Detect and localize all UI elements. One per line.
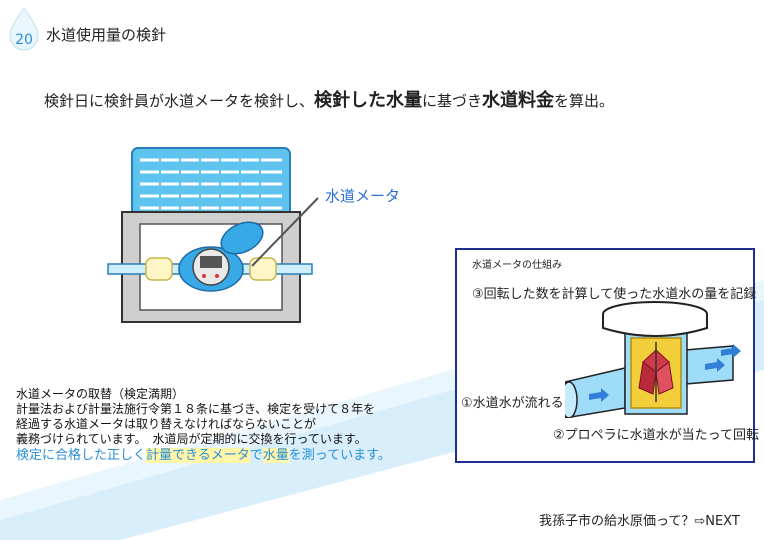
accent-highlight: 計量できるメータ [146, 448, 250, 463]
step-1-text: ①水道水が流れる [461, 396, 564, 411]
lead-emphasis: 水道料金 [482, 90, 555, 111]
lead-emphasis: 検針した水量 [314, 90, 423, 111]
lead-part: に基づき [422, 92, 483, 110]
meter-callout-label: 水道メータ [325, 187, 401, 205]
slide-number: 20 [15, 32, 33, 48]
next-link[interactable]: 我孫子市の給水原価って？⇨NEXT [539, 514, 740, 529]
step-2-text: ②プロペラに水道水が当たって回転 [553, 428, 760, 443]
lead-part: を算出。 [554, 92, 615, 110]
replacement-explanation: 水道メータの取替（検定満期） 計量法および計量法施行令第１８条に基づき、検定を受… [16, 387, 391, 464]
panel-title: 水道メータの仕組み [472, 260, 562, 271]
replacement-heading: 水道メータの取替（検定満期） [16, 387, 185, 401]
water-drop-icon: 20 [9, 7, 39, 51]
meter-box-illustration [107, 147, 313, 323]
accent-text: 検定に合格した正しく [16, 448, 147, 463]
lead-sentence: 検針日に検針員が水道メータを検針し、検針した水量に基づき水道料金を算出。 [44, 86, 614, 112]
accent-text: を測っています。 [288, 448, 391, 463]
step-3-text: ③回転した数を計算して使った水道水の量を記録 [472, 287, 757, 302]
accent-highlight: 水量 [262, 448, 289, 463]
accent-statement: 検定に合格した正しく計量できるメータで水量を測っています。 [16, 447, 391, 464]
replacement-line: 義務づけられています。 水道局が定期的に交換を行っています。 [16, 432, 367, 446]
meter-mechanism-illustration [565, 301, 741, 418]
accent-text: で [249, 448, 263, 463]
lead-part: 検針日に検針員が水道メータを検針し、 [44, 92, 315, 110]
replacement-line: 計量法および計量法施行令第１８条に基づき、検定を受けて８年を [16, 402, 376, 416]
replacement-line: 経過する水道メータは取り替えなければならないことが [16, 417, 317, 431]
page-title: 水道使用量の検針 [46, 26, 167, 44]
